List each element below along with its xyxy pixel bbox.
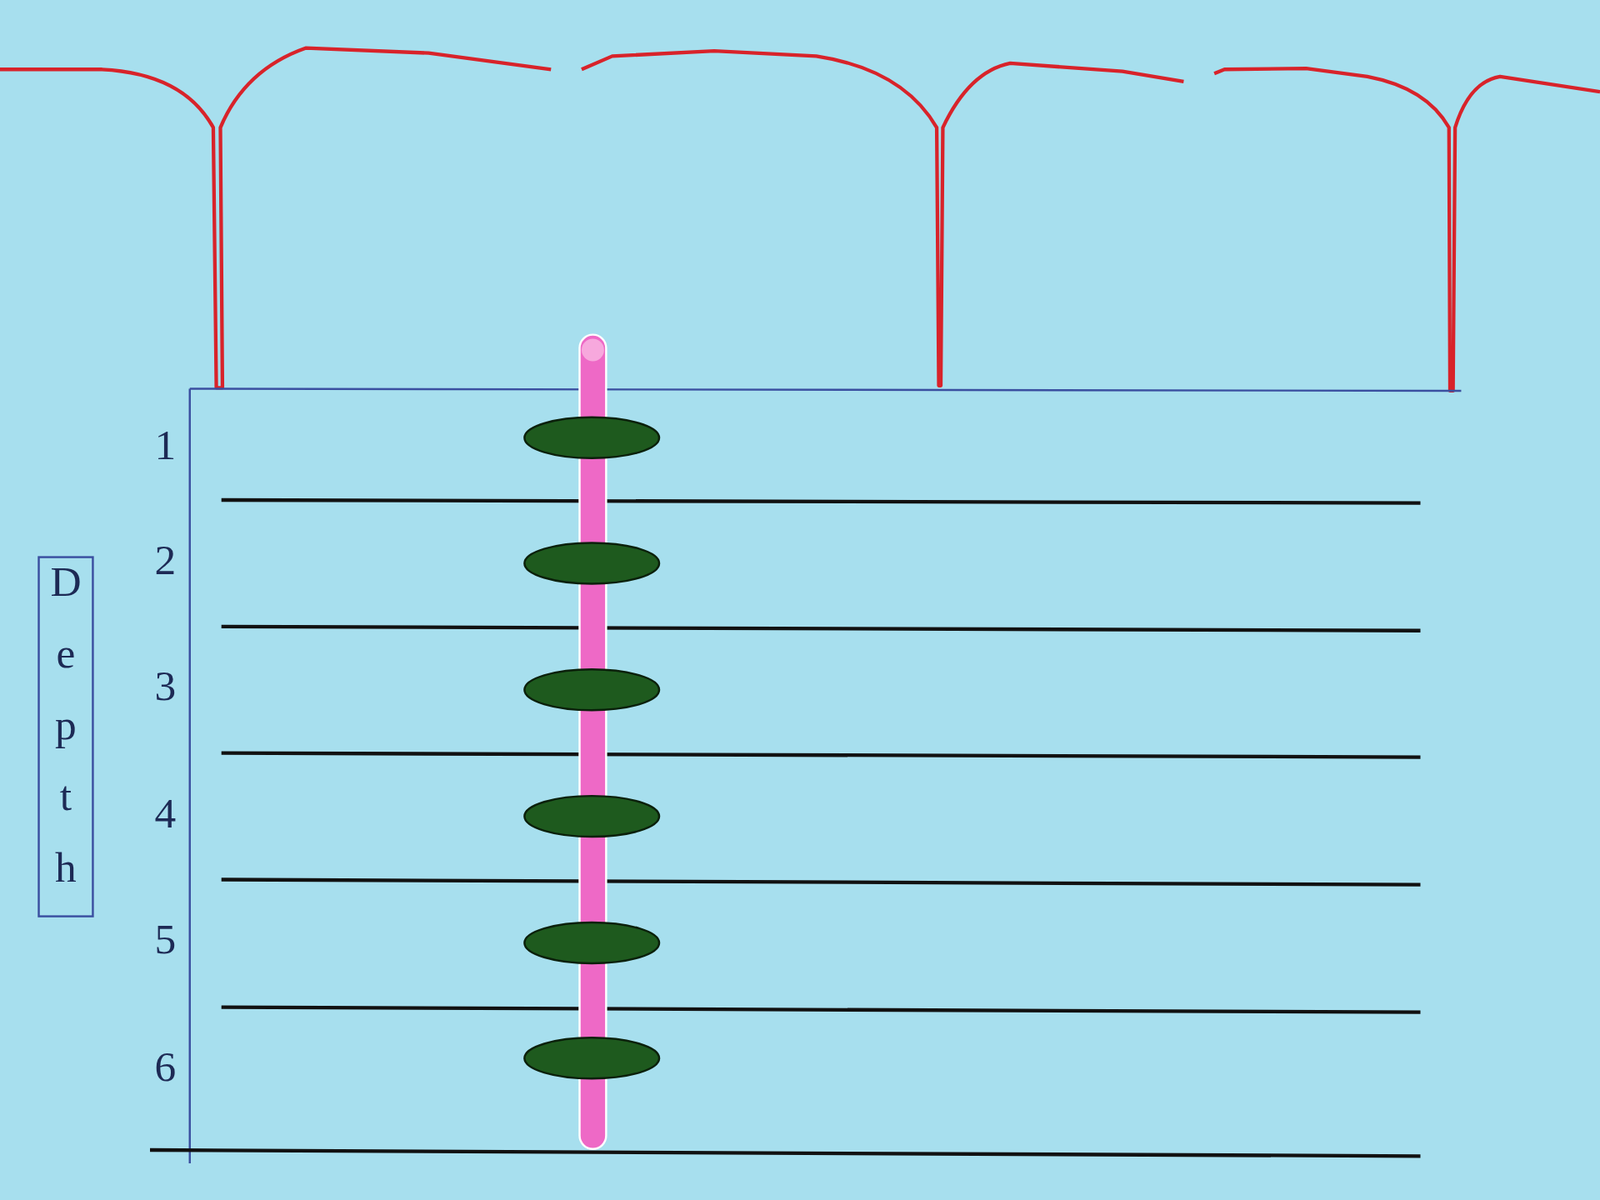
- electrode-contact: [524, 669, 660, 710]
- spike-trace-segment: [0, 48, 551, 389]
- axis-title: Depth: [44, 558, 87, 916]
- depth-number: 5: [155, 917, 177, 960]
- electrode-contact: [524, 542, 660, 584]
- probe-tip: [581, 339, 605, 362]
- electrode-contact: [524, 417, 660, 459]
- layer-line: [221, 1007, 1421, 1013]
- depth-number: 2: [155, 539, 177, 582]
- surface-line: [190, 389, 1462, 391]
- electrode-contact: [524, 795, 660, 837]
- depth-axis: [189, 389, 191, 1164]
- layer-lines: [150, 500, 1420, 1156]
- depth-number: 1: [155, 423, 177, 466]
- depth-number: 4: [155, 791, 177, 835]
- layer-line: [150, 1150, 1420, 1156]
- electrode-contact: [524, 1037, 660, 1079]
- layer-line: [221, 880, 1421, 885]
- depth-number: 3: [155, 664, 177, 707]
- electrode-contacts: [524, 417, 660, 1079]
- depth-number: 6: [155, 1045, 177, 1088]
- spike-trace-segment: [1214, 68, 1600, 391]
- layer-line: [221, 753, 1421, 758]
- layer-line: [221, 500, 1421, 504]
- layer-line: [221, 626, 1421, 631]
- electrode-contact: [524, 922, 660, 964]
- axis-title-box: Depth: [37, 555, 94, 917]
- spike-trace-segment: [581, 50, 1184, 386]
- spike-trace: [0, 48, 1600, 391]
